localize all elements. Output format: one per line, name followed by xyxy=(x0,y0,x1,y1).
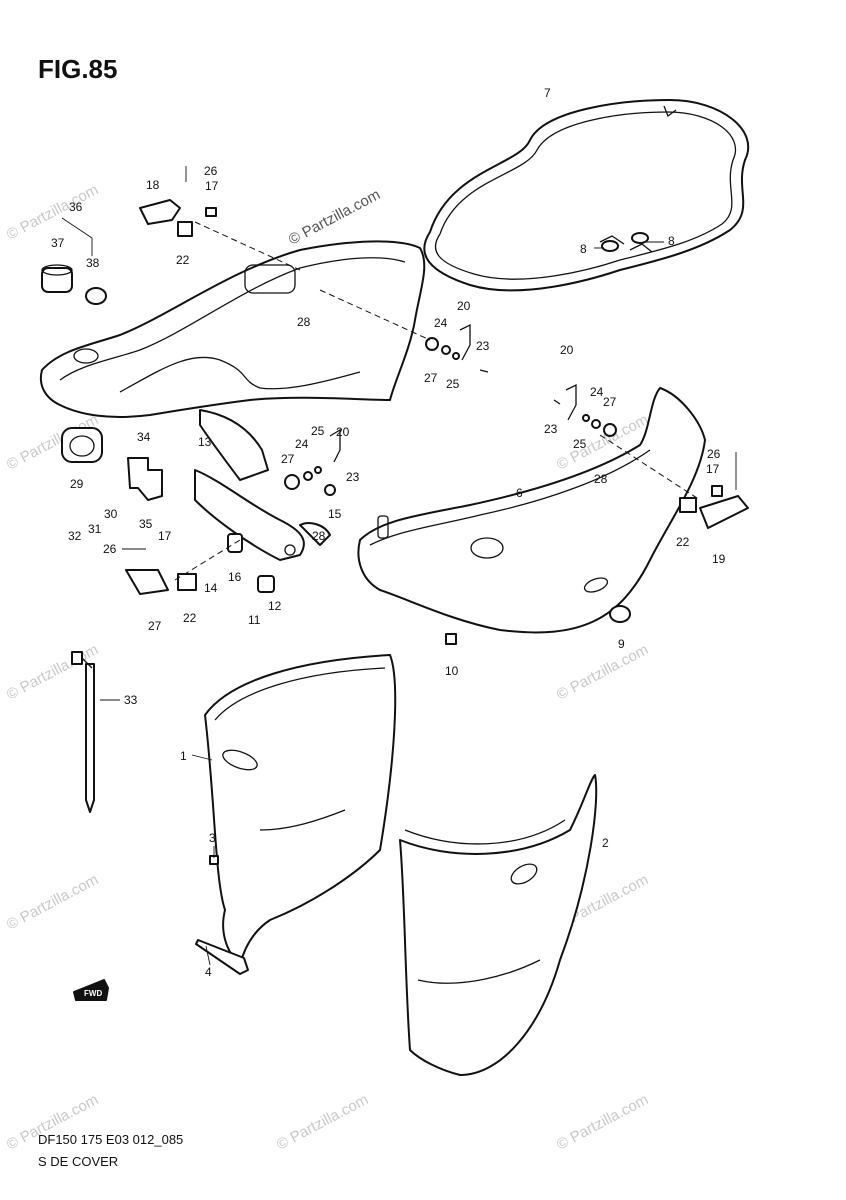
callout-2: 2 xyxy=(602,836,609,850)
callout-22c: 22 xyxy=(676,535,690,549)
damper-part xyxy=(61,427,103,463)
callout-23c: 23 xyxy=(346,470,360,484)
callout-27d: 27 xyxy=(148,619,162,633)
callout-24c: 24 xyxy=(295,437,309,451)
callout-8a: 8 xyxy=(580,242,587,256)
forward-direction-badge: FWD xyxy=(73,979,109,1001)
callout-14: 14 xyxy=(204,581,218,595)
watermark-text: © Partzilla.com xyxy=(554,641,651,703)
callout-13: 13 xyxy=(198,435,212,449)
callout-15: 15 xyxy=(328,507,342,521)
callout-18: 18 xyxy=(146,178,160,192)
callout-35: 35 xyxy=(139,517,153,531)
callout-7: 7 xyxy=(544,86,551,100)
callout-20b: 20 xyxy=(560,343,574,357)
callout-26c: 26 xyxy=(707,447,721,461)
seal-ring-part xyxy=(423,99,750,292)
callout-32: 32 xyxy=(68,529,82,543)
callout-11: 11 xyxy=(248,613,261,627)
callout-8b: 8 xyxy=(668,234,675,248)
callout-31: 31 xyxy=(88,522,102,536)
callout-22a: 22 xyxy=(176,253,190,267)
callout-19: 19 xyxy=(712,552,726,566)
figure-name: S DE COVER xyxy=(38,1154,118,1169)
callout-20a: 20 xyxy=(457,299,471,313)
long-side-cover-part xyxy=(357,387,706,634)
callout-labels: 1 2 3 4 6 7 8 8 9 10 11 12 13 14 15 16 1… xyxy=(51,86,726,979)
lower-front-cover-part xyxy=(204,654,397,966)
lower-rear-cover-part xyxy=(399,774,598,1076)
callout-27a: 27 xyxy=(424,371,438,385)
callout-17c: 17 xyxy=(706,462,720,476)
watermark-text: © Partzilla.com xyxy=(4,871,101,933)
watermark-text: © Partzilla.com xyxy=(554,1091,651,1153)
callout-20c: 20 xyxy=(336,425,350,439)
bracket-part xyxy=(127,457,163,501)
cable-tie-part xyxy=(71,651,95,813)
callout-10: 10 xyxy=(445,664,459,678)
latch-upper-left xyxy=(139,199,217,237)
callout-34: 34 xyxy=(137,430,151,444)
callout-30: 30 xyxy=(104,507,118,521)
callout-4: 4 xyxy=(205,965,212,979)
callout-22b: 22 xyxy=(183,611,197,625)
callout-24b: 24 xyxy=(590,385,604,399)
leader-lines xyxy=(61,166,737,966)
callout-17b: 17 xyxy=(158,529,172,543)
latch-lower-left xyxy=(125,569,197,595)
callout-25c: 25 xyxy=(311,424,325,438)
hardware-set-upper xyxy=(425,323,489,373)
callout-29: 29 xyxy=(70,477,84,491)
mount-bracket-part xyxy=(194,469,331,561)
callout-27c: 27 xyxy=(281,452,295,466)
grommet-part xyxy=(41,264,107,305)
callout-28a: 28 xyxy=(297,315,311,329)
callout-33: 33 xyxy=(124,693,138,707)
hardware-set-right xyxy=(553,383,617,437)
callout-9: 9 xyxy=(618,637,625,651)
watermark-main: © Partzilla.com xyxy=(286,186,383,248)
callout-36: 36 xyxy=(69,200,83,214)
callout-25b: 25 xyxy=(573,437,587,451)
callout-23a: 23 xyxy=(476,339,490,353)
callout-37: 37 xyxy=(51,236,65,250)
callout-38: 38 xyxy=(86,256,100,270)
callout-16: 16 xyxy=(228,570,242,584)
callout-26a: 26 xyxy=(204,164,218,178)
callout-1: 1 xyxy=(180,749,187,763)
figure-code: DF150 175 E03 012_085 xyxy=(38,1132,183,1147)
callout-27b: 27 xyxy=(603,395,617,409)
figure-title: FIG.85 xyxy=(38,54,117,84)
callout-23b: 23 xyxy=(544,422,558,436)
callout-24a: 24 xyxy=(434,316,448,330)
connection-lines xyxy=(174,221,701,581)
hardware-set-middle xyxy=(227,428,341,593)
upper-side-cover-part xyxy=(40,240,426,481)
callout-26b: 26 xyxy=(103,542,117,556)
watermark-text: © Partzilla.com xyxy=(274,1091,371,1153)
callout-17a: 17 xyxy=(205,179,219,193)
callout-3: 3 xyxy=(209,831,216,845)
latch-right xyxy=(679,485,749,529)
callout-12: 12 xyxy=(268,599,282,613)
fwd-label: FWD xyxy=(84,989,102,998)
callout-25a: 25 xyxy=(446,377,460,391)
callout-6: 6 xyxy=(516,486,523,500)
callout-28c: 28 xyxy=(312,529,326,543)
callout-28b: 28 xyxy=(594,472,608,486)
